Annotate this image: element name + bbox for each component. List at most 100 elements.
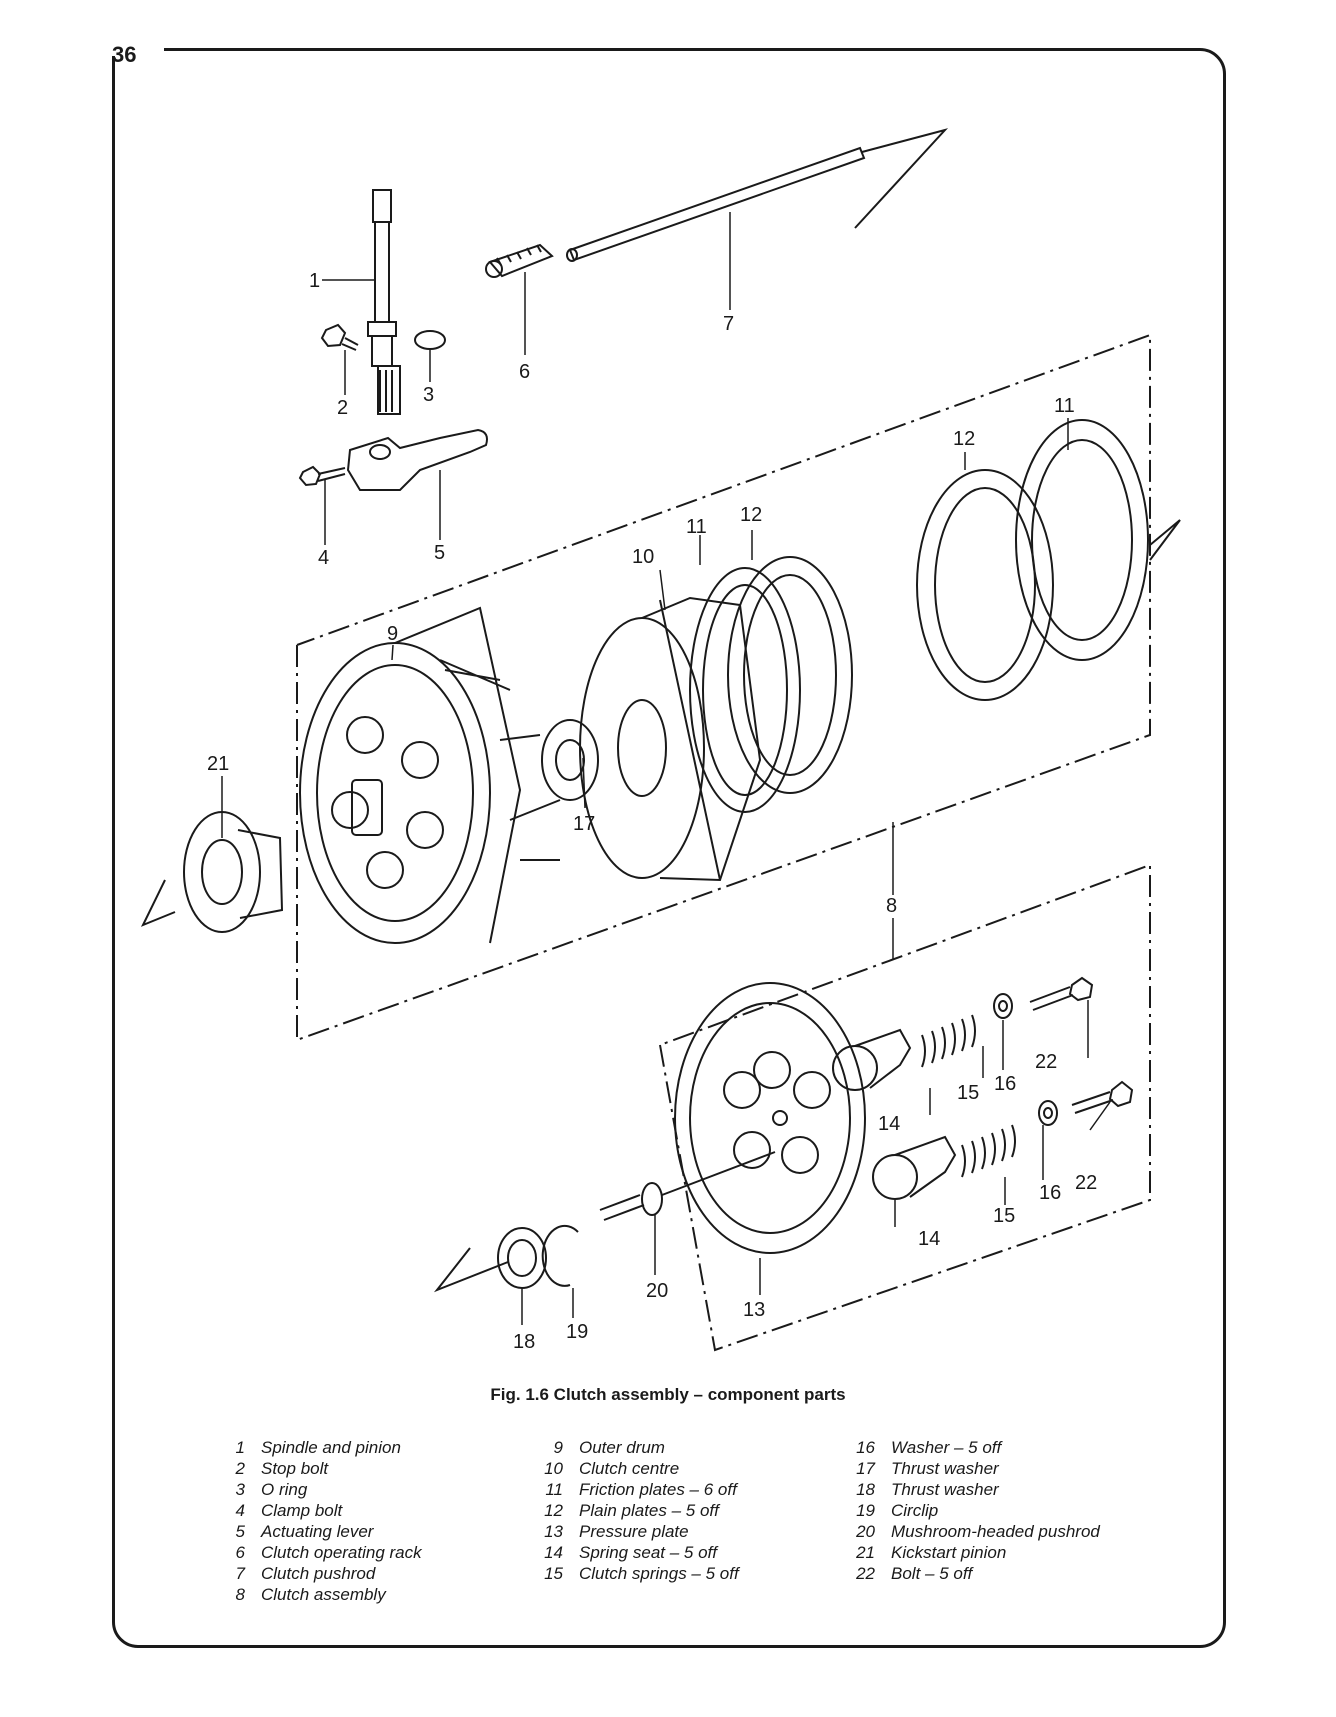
legend-text: Clutch pushrod (261, 1564, 376, 1583)
callout-label: 5 (434, 542, 445, 564)
legend-text: Clutch centre (579, 1459, 680, 1478)
washer-lower (1038, 1100, 1058, 1126)
stop-bolt (320, 323, 359, 351)
mushroom-headed-pushrod (599, 1151, 776, 1221)
callout-label: 17 (573, 813, 595, 835)
legend-number: 13 (544, 1522, 563, 1541)
callout-label: 6 (519, 361, 530, 383)
callout-label: 14 (918, 1228, 940, 1250)
callout-label: 18 (513, 1331, 535, 1353)
clutch-spring-upper (921, 1014, 976, 1068)
clamp-bolt (298, 465, 346, 487)
callout-label: 12 (740, 504, 762, 526)
actuating-lever (346, 428, 488, 491)
callout-label: 8 (886, 895, 897, 917)
legend-item: 3 O ring (215, 1479, 422, 1500)
legend-number: 9 (553, 1438, 563, 1457)
callout-label: 2 (337, 397, 348, 419)
pressure-plate (674, 982, 866, 1254)
washer-upper (993, 993, 1013, 1019)
outer-drum (299, 606, 561, 944)
callout-label: 7 (723, 313, 734, 335)
friction-plate-front (689, 567, 801, 813)
legend-text: Clutch springs – 5 off (579, 1564, 739, 1583)
legend-number: 4 (235, 1501, 245, 1520)
legend-item: 9 Outer drum (533, 1437, 739, 1458)
callout-label: 15 (993, 1205, 1015, 1227)
legend-text: Outer drum (579, 1438, 665, 1457)
bolt-upper (1029, 976, 1094, 1011)
callout-label: 12 (953, 428, 975, 450)
legend-number: 8 (235, 1585, 245, 1604)
callout-label: 9 (387, 623, 398, 645)
legend-number: 2 (235, 1459, 245, 1478)
spring-seat-upper (832, 1028, 912, 1091)
legend-number: 3 (235, 1480, 245, 1499)
legend-text: Pressure plate (579, 1522, 689, 1541)
legend-number: 11 (545, 1480, 563, 1499)
legend-text: Actuating lever (261, 1522, 374, 1541)
clutch-spring-lower (961, 1124, 1016, 1178)
callout-label: 10 (632, 546, 654, 568)
legend-item: 5 Actuating lever (215, 1521, 422, 1542)
callout-label: 19 (566, 1321, 588, 1343)
legend-item: 13 Pressure plate (533, 1521, 739, 1542)
callout-label: 11 (686, 516, 707, 538)
legend-number: 7 (235, 1564, 245, 1583)
leader-lines (221, 212, 1111, 1325)
spindle-and-pinion (367, 189, 401, 415)
callout-label: 21 (207, 753, 229, 775)
legend-item: 2 Stop bolt (215, 1458, 422, 1479)
legend-text: Bolt – 5 off (891, 1564, 973, 1583)
callout-label: 22 (1075, 1172, 1097, 1194)
callout-label: 11 (1054, 395, 1075, 417)
thrust-washer-18 (433, 1227, 547, 1293)
legend-number: 19 (856, 1501, 875, 1520)
friction-plate-rear (1015, 419, 1181, 661)
circlip (541, 1224, 579, 1287)
callout-labels: 1 2 3 4 5 6 7 8 9 10 11 11 12 12 13 14 1… (207, 270, 1097, 1353)
thrust-washer-17 (541, 719, 599, 801)
spring-seat-lower (872, 1135, 957, 1200)
callout-label: 1 (309, 270, 320, 292)
plain-plate-front (727, 556, 853, 794)
legend-text: Clamp bolt (261, 1501, 343, 1520)
figure-caption: Fig. 1.6 Clutch assembly – component par… (490, 1385, 846, 1404)
legend-number: 21 (856, 1543, 875, 1562)
o-ring (414, 330, 446, 350)
clutch-centre (579, 596, 762, 882)
legend-text: Spring seat – 5 off (579, 1543, 717, 1562)
clutch-operating-rack (485, 243, 554, 278)
legend-text: Stop bolt (261, 1459, 329, 1478)
legend-number: 12 (544, 1501, 563, 1520)
legend-text: Clutch operating rack (261, 1543, 422, 1562)
plain-plate-rear (916, 469, 1054, 701)
legend-text: Plain plates – 5 off (579, 1501, 719, 1520)
bolt-lower (1071, 1080, 1134, 1114)
callout-label: 4 (318, 547, 329, 569)
legend-number: 14 (544, 1543, 563, 1562)
legend-number: 5 (235, 1522, 245, 1541)
clutch-pushrod (566, 128, 949, 262)
callout-label: 3 (423, 384, 434, 406)
legend-item: 19 Circlip (845, 1500, 1100, 1521)
page-number: 36 (112, 42, 137, 67)
callout-label: 16 (994, 1073, 1016, 1095)
legend-text: O ring (261, 1480, 308, 1499)
legend-text: Circlip (891, 1501, 939, 1520)
page-frame (112, 48, 1226, 1648)
legend-text: Mushroom-headed pushrod (891, 1522, 1100, 1541)
